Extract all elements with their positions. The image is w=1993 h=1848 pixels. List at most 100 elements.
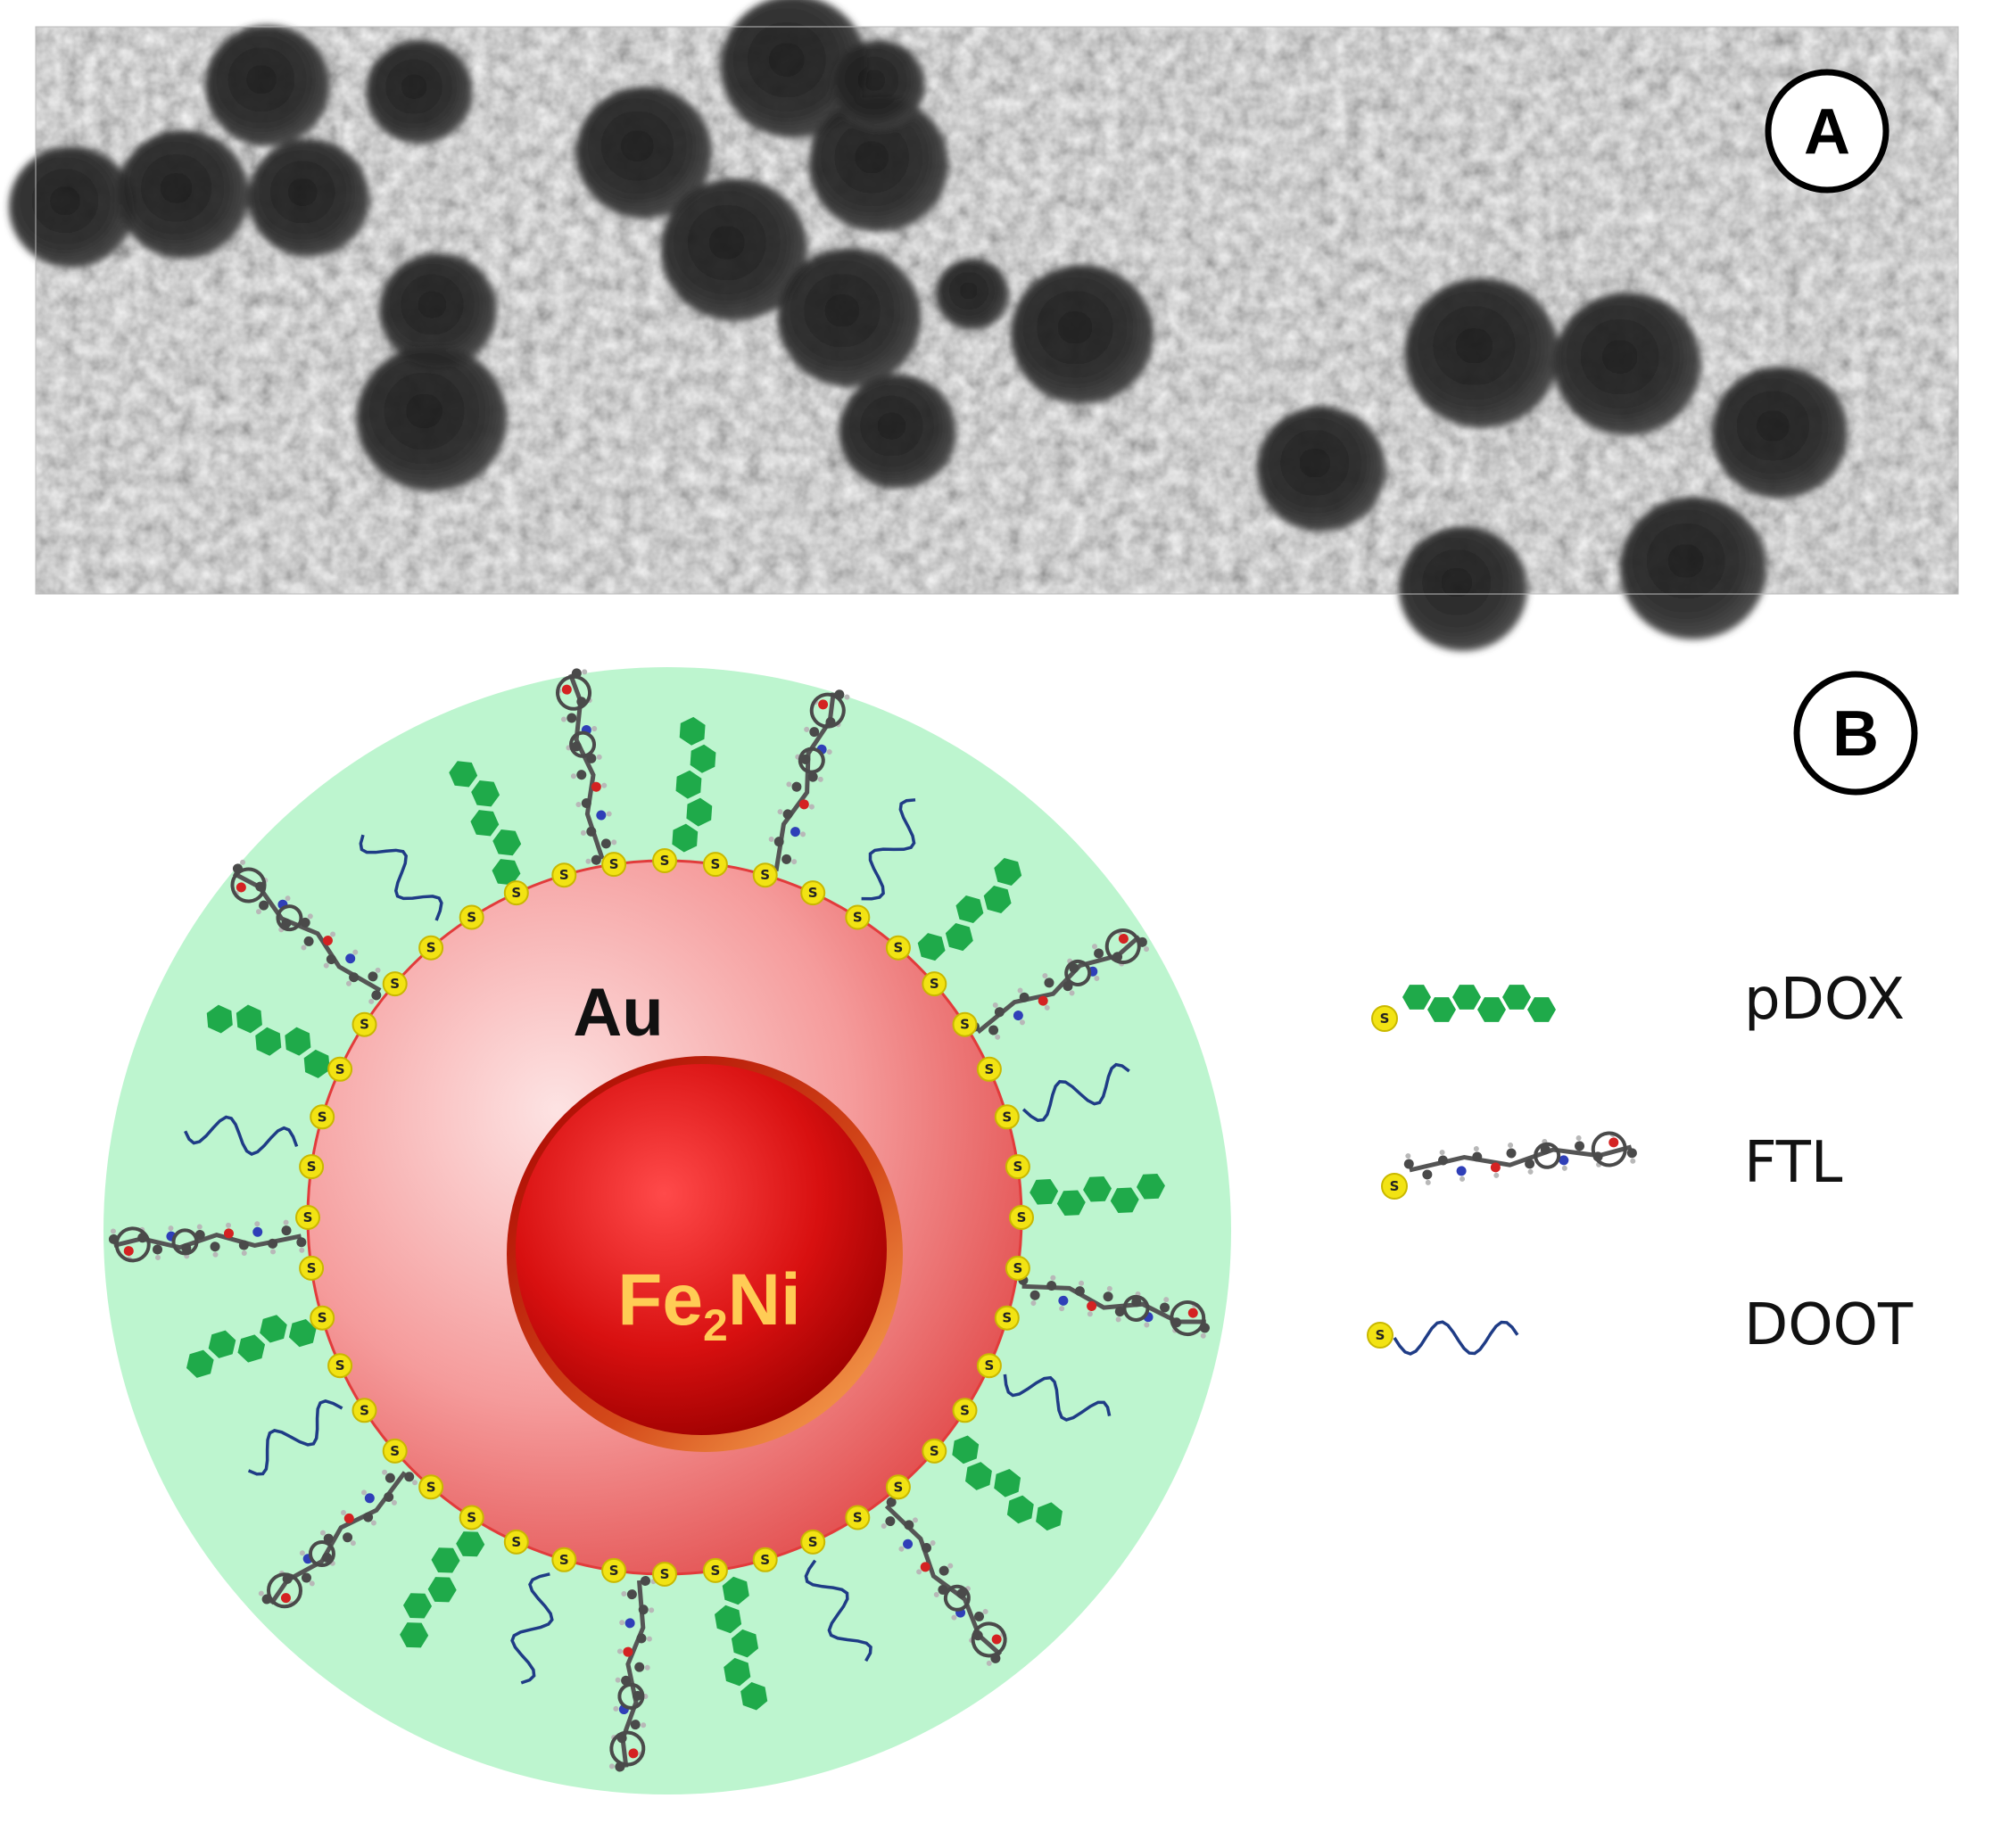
sulfur-atom: S <box>652 848 677 873</box>
sulfur-atom: S <box>351 1398 377 1423</box>
svg-text:S: S <box>893 1479 903 1495</box>
surface-ligands <box>108 668 1210 1772</box>
surface-ligand <box>230 859 382 1004</box>
shell-label: Au <box>573 975 663 1051</box>
sulfur-atom: S <box>752 1547 778 1572</box>
svg-text:S: S <box>660 853 670 869</box>
svg-text:S: S <box>984 1357 994 1374</box>
surface-ligand <box>258 1469 418 1609</box>
panel-a-label: A <box>1765 69 1890 194</box>
svg-text:S: S <box>559 867 569 883</box>
svg-text:S: S <box>1013 1260 1022 1276</box>
svg-text:S: S <box>303 1209 313 1225</box>
ftl-molecule-icon: S <box>1381 1131 1637 1200</box>
svg-text:S: S <box>318 1109 327 1125</box>
svg-text:S: S <box>660 1566 670 1582</box>
sulfur-atom: S <box>327 1056 353 1082</box>
legend-item-pdox: S pDOX <box>1371 967 1905 1033</box>
core-label-fe: Fe <box>617 1259 703 1341</box>
sulfur-atom: S <box>601 1557 627 1583</box>
svg-text:S: S <box>467 1510 476 1526</box>
svg-text:S: S <box>390 1443 400 1459</box>
svg-text:S: S <box>426 940 436 956</box>
sulfur-atom: S <box>800 1529 826 1555</box>
svg-text:S: S <box>1002 1310 1012 1326</box>
fe2ni-core <box>516 1064 887 1435</box>
sulfur-atom: S <box>351 1011 377 1037</box>
sulfur-atom: S <box>752 862 778 888</box>
svg-text:S: S <box>335 1061 345 1077</box>
surface-ligand <box>510 1572 554 1685</box>
svg-text:S: S <box>559 1552 569 1568</box>
svg-text:S: S <box>511 1534 521 1550</box>
surface-ligand <box>184 1115 299 1156</box>
panel-b-label: B <box>1793 671 1918 796</box>
svg-text:S: S <box>426 1479 436 1495</box>
svg-text:S: S <box>360 1017 369 1033</box>
sulfur-atom: S <box>310 1305 335 1331</box>
surface-ligand <box>1003 1374 1112 1422</box>
surface-ligand <box>608 1575 657 1772</box>
sulfur-atom: S <box>702 1557 728 1583</box>
sulfur-atom: S <box>299 1255 325 1281</box>
doot-wavy-chain-icon: S <box>1367 1320 1519 1356</box>
svg-text:S: S <box>511 885 521 901</box>
sulfur-atom: S <box>800 880 826 906</box>
sulfur-atom: S <box>418 1474 444 1500</box>
svg-text:S: S <box>390 976 400 992</box>
svg-text:S: S <box>335 1357 345 1374</box>
sulfur-atom: S <box>702 852 728 878</box>
svg-text:S: S <box>609 1563 619 1579</box>
sulfur-atom: S <box>922 1438 947 1464</box>
sulfur-atom: S <box>1005 1255 1030 1281</box>
sulfur-atom: S <box>952 1398 978 1423</box>
svg-text:S: S <box>853 910 863 926</box>
svg-text:S: S <box>318 1310 327 1326</box>
legend-label-ftl: FTL <box>1744 1130 1843 1196</box>
sulfur-atom: S <box>652 1562 677 1587</box>
sulfur-atom: S <box>922 971 947 997</box>
surface-ligand <box>881 1494 1007 1666</box>
core-label: Fe2Ni <box>617 1259 801 1350</box>
svg-text:S: S <box>467 910 476 926</box>
sulfur-atom: S <box>845 1505 871 1530</box>
sulfur-atom: S <box>1005 1154 1030 1180</box>
surface-ligand <box>556 668 617 865</box>
pdox-hexagon-chain-icon: S <box>1371 985 1556 1032</box>
sulfur-atom: S <box>994 1104 1020 1130</box>
svg-text:S: S <box>1376 1327 1385 1343</box>
svg-text:S: S <box>984 1061 994 1077</box>
sulfur-atom: S <box>418 935 444 961</box>
legend: S pDOX S FTL S DOOT <box>1367 967 1914 1358</box>
tem-particles <box>8 0 1848 651</box>
sulfur-atom: S <box>459 1505 484 1530</box>
svg-text:S: S <box>1017 1209 1027 1225</box>
sulfur-atom: S <box>382 1438 408 1464</box>
svg-text:S: S <box>307 1260 317 1276</box>
svg-text:S: S <box>307 1159 317 1175</box>
sulfur-anchors: S S S S S S S S S S S S S S S S S S S S S S S S S S S S S S S S S S S S S S S S… <box>295 848 1034 1587</box>
panel-a-letter: A <box>1804 96 1850 168</box>
surface-ligand <box>861 798 916 901</box>
svg-text:S: S <box>808 1534 818 1550</box>
sulfur-atom: S <box>952 1011 978 1037</box>
sulfur-atom: S <box>299 1154 325 1180</box>
sulfur-atom: S <box>885 1474 911 1500</box>
svg-text:S: S <box>710 1563 720 1579</box>
svg-text:S: S <box>360 1402 369 1418</box>
svg-text:S: S <box>893 940 903 956</box>
sulfur-atom: S <box>601 852 627 878</box>
svg-text:S: S <box>1380 1011 1390 1027</box>
sulfur-atom: S <box>551 862 577 888</box>
core-label-ni: Ni <box>728 1259 801 1341</box>
legend-label-pdox: pDOX <box>1744 967 1905 1033</box>
panel-a-micrograph <box>8 0 1959 651</box>
sulfur-atom: S <box>382 971 408 997</box>
svg-text:S: S <box>930 1443 939 1459</box>
surface-ligand <box>108 1219 307 1263</box>
sulfur-atom: S <box>503 880 529 906</box>
panel-b-schematic: S S S S S S S S S S S S S S S S S S S S S S S S S S S S S S S S S S S S S S S S… <box>103 667 1231 1794</box>
svg-text:S: S <box>960 1402 970 1418</box>
surface-ligand <box>247 1398 343 1476</box>
